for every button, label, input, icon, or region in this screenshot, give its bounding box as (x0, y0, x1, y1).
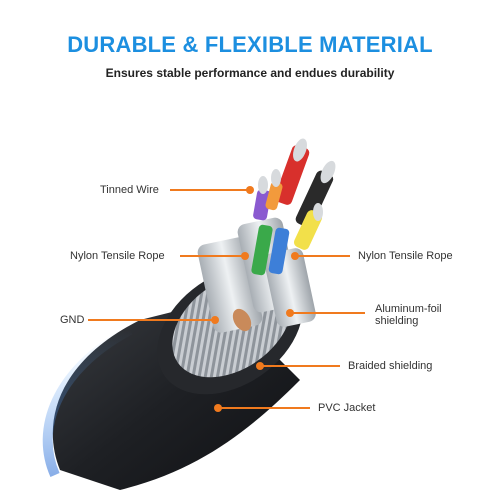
label-pvc-jacket: PVC Jacket (318, 402, 376, 414)
gnd-copper-strand (232, 308, 252, 332)
label-nylon-tensile-rope-right: Nylon Tensile Rope (358, 250, 453, 262)
label-tinned-wire: Tinned Wire (100, 184, 159, 196)
insulated-wires (251, 145, 334, 276)
callout-dots (211, 186, 299, 412)
label-aluminum-line-1: Aluminum-foil (375, 303, 442, 315)
tinned-wire-tips (258, 138, 336, 221)
label-aluminum-foil-shielding: Aluminum-foil shielding (375, 303, 442, 327)
subheadline: Ensures stable performance and endues du… (105, 66, 395, 80)
label-nylon-tensile-rope-left: Nylon Tensile Rope (70, 250, 165, 262)
headline: DURABLE & FLEXIBLE MATERIAL (67, 32, 433, 57)
label-braided-shielding: Braided shielding (348, 360, 433, 372)
callout-lines (88, 189, 365, 409)
label-aluminum-line-2: shielding (375, 315, 419, 327)
label-gnd: GND (60, 314, 85, 326)
